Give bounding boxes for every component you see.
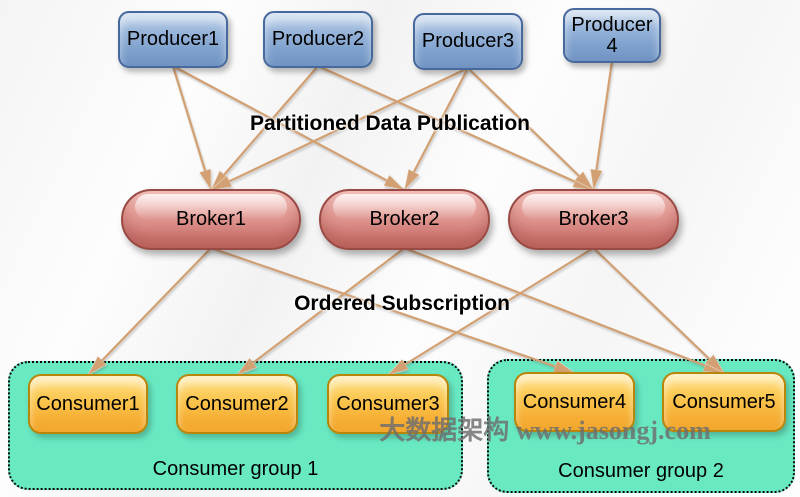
node-producer2: Producer2 [263, 11, 373, 68]
node-label-line2: 4 [606, 34, 618, 57]
partitioned-data-publication-label: Partitioned Data Publication [249, 112, 531, 135]
node-consumer1: Consumer1 [28, 374, 148, 434]
node-label: Producer2 [271, 28, 365, 50]
arrow-producer1-to-broker1 [171, 65, 213, 190]
arrow-broker2-to-consumer2 [237, 247, 406, 375]
arrow-broker3-to-consumer5 [592, 247, 725, 373]
node-broker2: Broker2 [319, 189, 490, 250]
arrow-producer2-to-broker3 [317, 64, 594, 192]
node-label: Broker1 [175, 208, 247, 230]
arrow-broker1-to-consumer4 [210, 246, 575, 375]
arrow-producer4-to-broker3 [594, 60, 614, 190]
consumer-group-1-label: Consumer group 1 [152, 458, 319, 480]
node-label: Broker3 [558, 208, 629, 230]
arrow-broker3-to-consumer3 [388, 247, 595, 375]
arrow-producer3-to-broker1 [211, 67, 469, 191]
node-producer3: Producer3 [413, 13, 523, 70]
arrow-broker2-to-consumer5 [404, 246, 725, 375]
node-label: Consumer1 [36, 392, 140, 415]
node-label: Consumer2 [185, 392, 289, 415]
arrow-producer3-to-broker2 [403, 67, 469, 190]
consumer-group-2-label: Consumer group 2 [558, 460, 724, 482]
node-label: Producer3 [421, 30, 515, 52]
node-consumer2: Consumer2 [176, 374, 298, 434]
node-label-line1: Producer [571, 13, 653, 36]
node-consumer5: Consumer5 [662, 372, 786, 432]
node-label: Broker2 [369, 208, 440, 230]
node-producer4: Producer 4 [563, 8, 661, 63]
node-broker1: Broker1 [121, 189, 301, 250]
node-broker3: Broker3 [508, 189, 679, 250]
arrow-producer2-to-broker1 [211, 65, 319, 190]
arrow-producer1-to-broker2 [172, 65, 405, 191]
arrow-broker1-to-consumer1 [88, 247, 212, 375]
node-label: Producer 4 [571, 13, 653, 57]
node-producer1: Producer1 [118, 11, 228, 68]
node-label: Consumer5 [672, 390, 776, 413]
node-consumer4: Consumer4 [514, 372, 635, 432]
ordered-subscription-label: Ordered Subscription [294, 292, 510, 315]
node-label: Producer1 [126, 28, 220, 50]
arrow-producer3-to-broker3 [467, 67, 594, 190]
node-label: Consumer3 [336, 392, 440, 415]
node-consumer3: Consumer3 [327, 374, 449, 434]
node-label: Consumer4 [522, 390, 627, 413]
